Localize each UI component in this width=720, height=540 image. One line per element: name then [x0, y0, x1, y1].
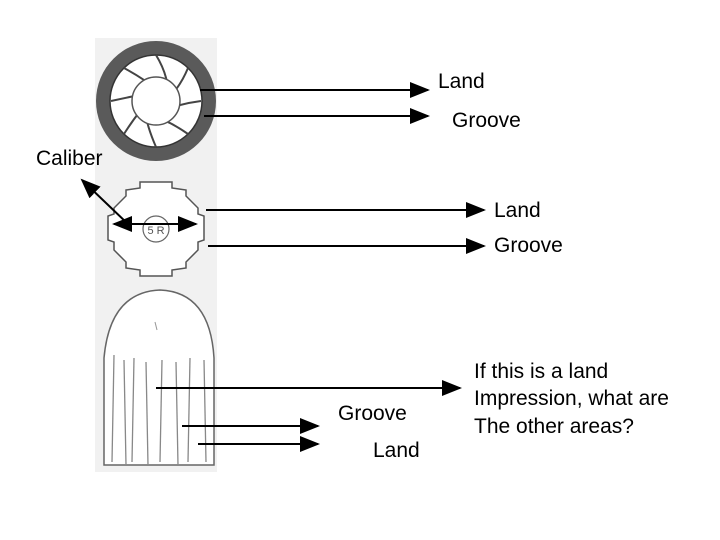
label-caliber: Caliber	[36, 147, 103, 170]
bullet-side-view	[103, 289, 215, 466]
question-line-1: If this is a land	[474, 360, 609, 383]
question-line-2: Impression, what are	[474, 387, 669, 411]
headstamp-text: 5 R	[147, 225, 164, 237]
barrel-cross-section	[96, 41, 216, 161]
label-bottom-groove: Groove	[338, 402, 407, 425]
label-mid-groove: Groove	[494, 234, 563, 257]
label-bottom-land: Land	[373, 439, 420, 462]
label-top-land: Land	[438, 70, 485, 93]
question-line-3: The other areas?	[474, 414, 634, 438]
pointer-arrows	[80, 82, 486, 452]
label-mid-land: Land	[494, 199, 541, 222]
label-top-groove: Groove	[452, 109, 521, 132]
question-text: If this is a land Impression, what are T…	[474, 358, 669, 440]
